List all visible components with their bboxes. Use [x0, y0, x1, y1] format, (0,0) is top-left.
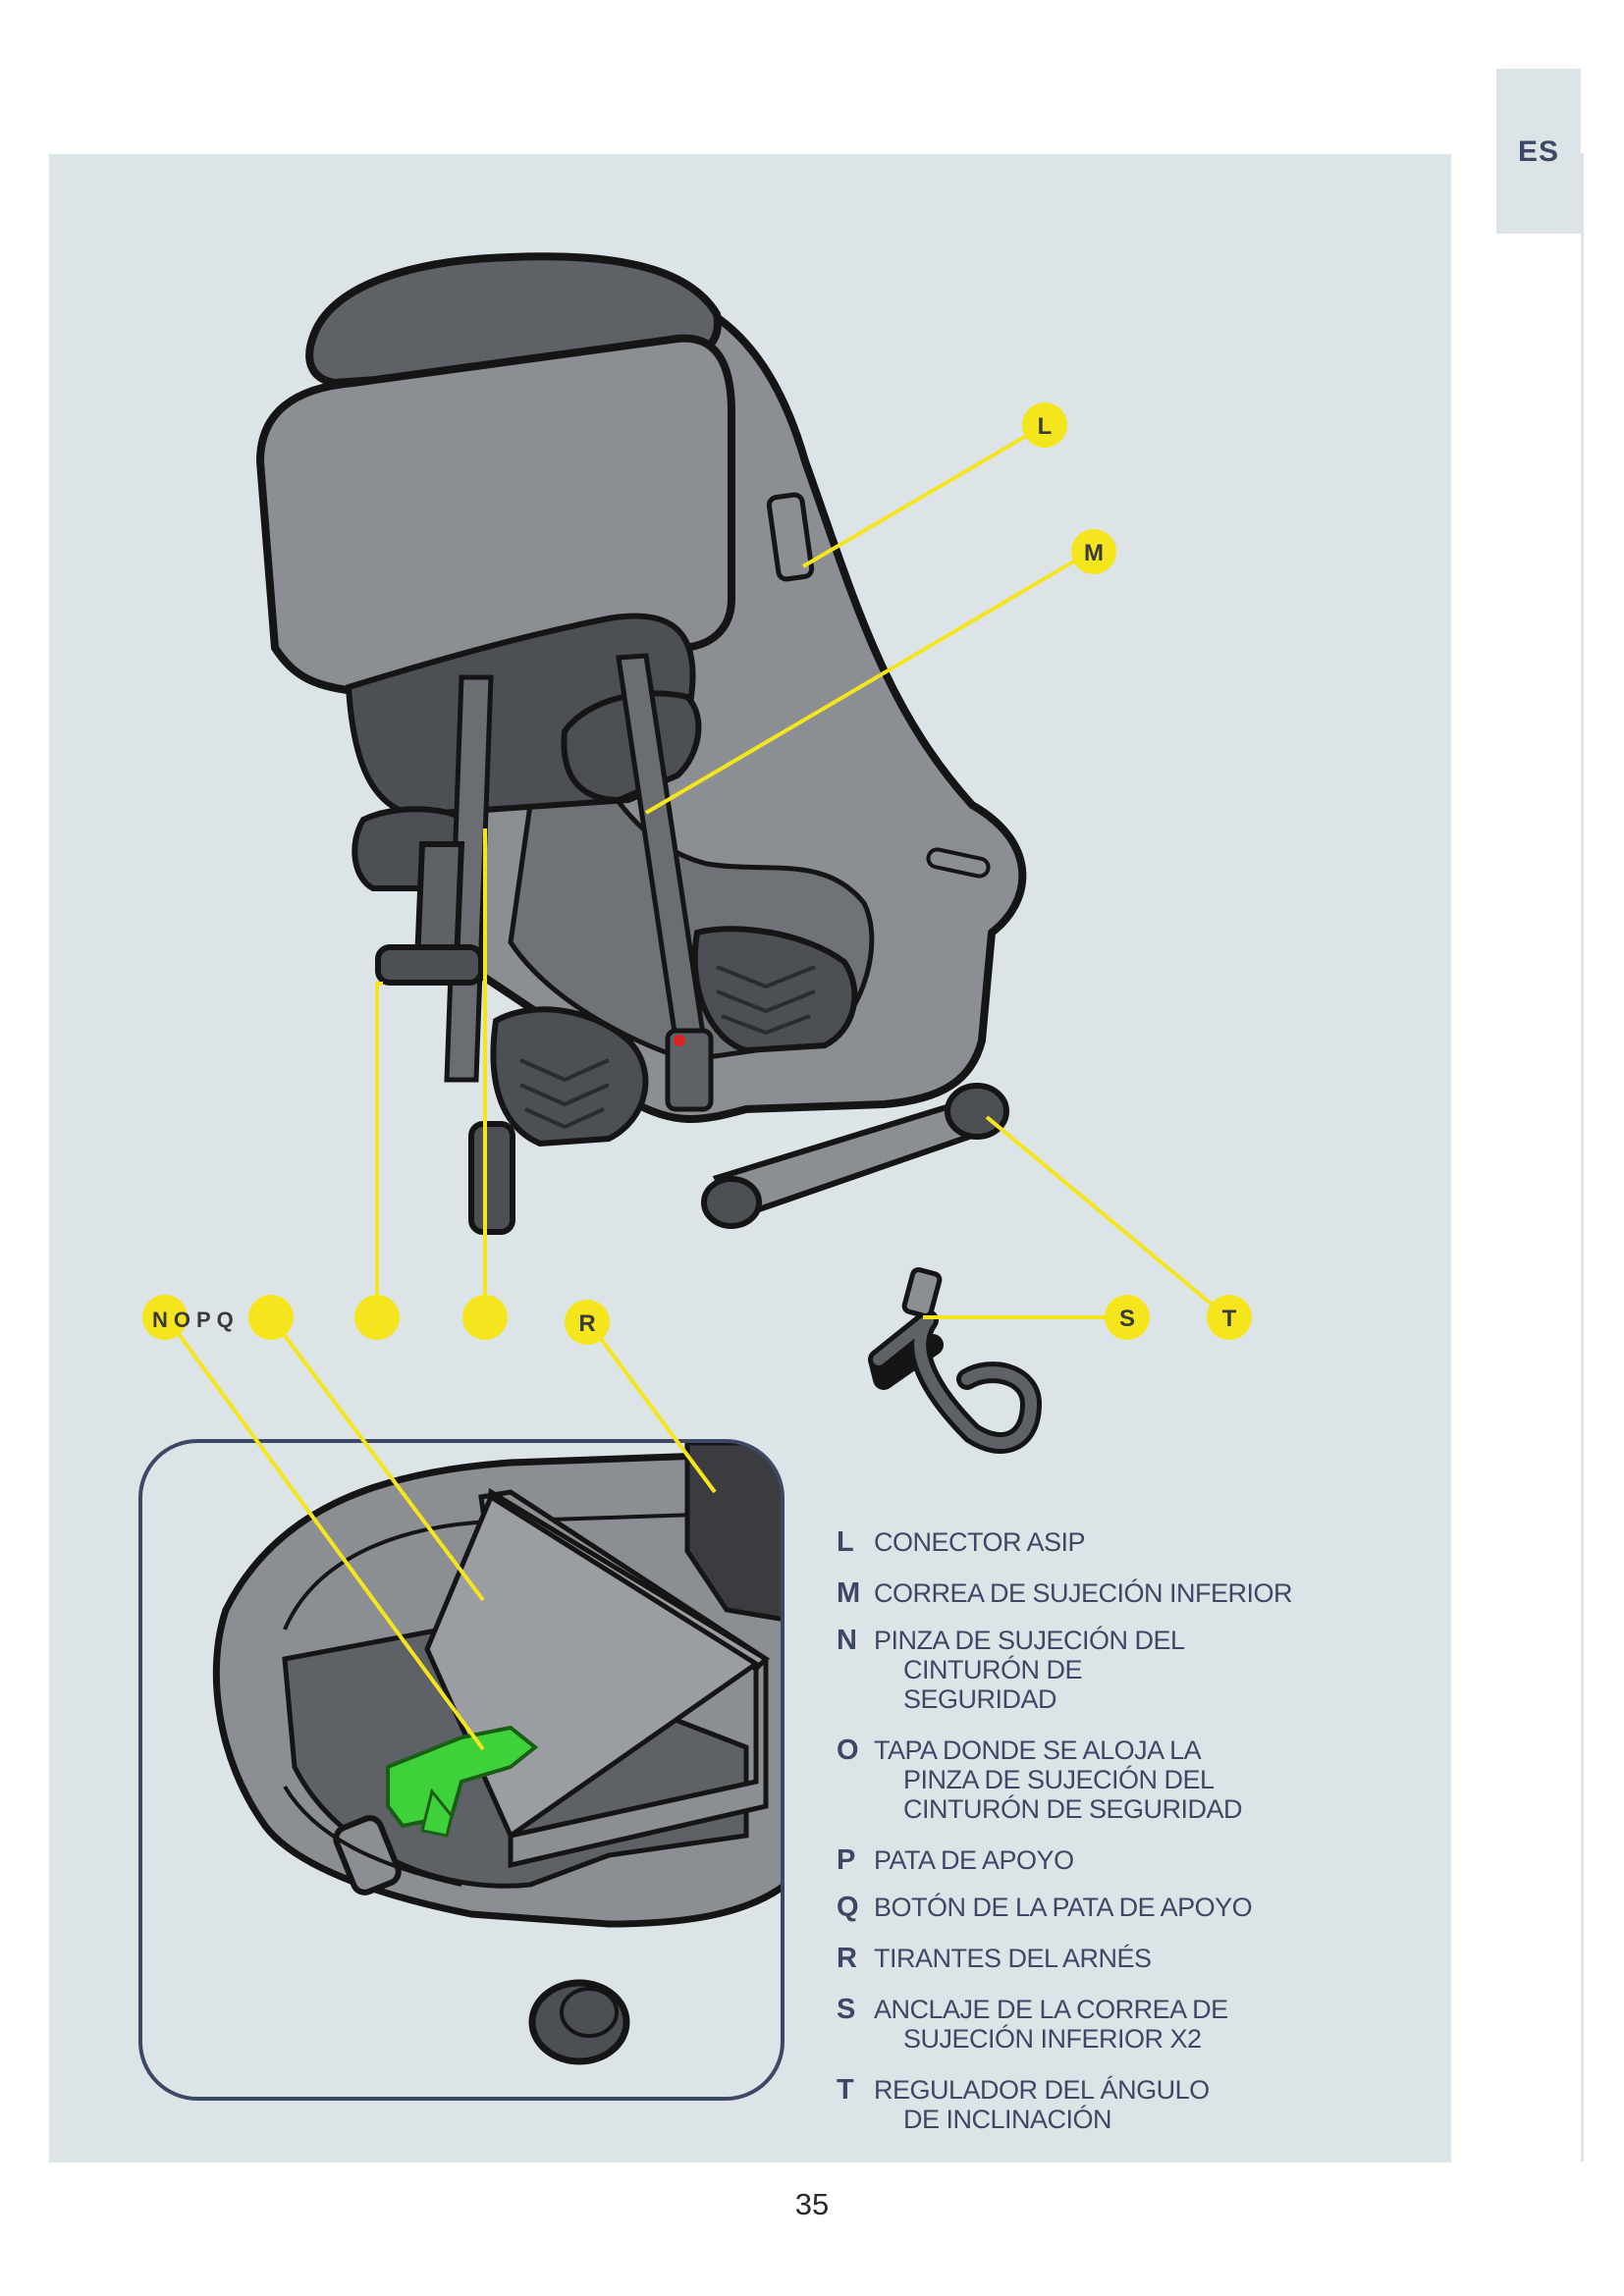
headrest-front [256, 334, 735, 696]
harness-buckle [665, 1028, 714, 1112]
parts-legend: L CONECTOR ASIP M CORREA DE SUJECIÓN INF… [837, 1527, 1386, 2134]
leader-line-L [801, 423, 1047, 568]
leader-lines [163, 423, 1229, 1751]
legend-letter: S [837, 1994, 855, 2025]
cushion-chevrons-left [519, 1058, 610, 1130]
inset-seat-rim [283, 1510, 783, 1630]
inset-detail [138, 1439, 785, 2101]
legend-text: PATA DE APOYO [874, 1845, 1074, 1875]
tether-anchor-drawing [868, 1266, 1042, 1454]
legend-letter: Q [837, 1892, 859, 1923]
callout-NOPQ-label: NOPQ [152, 1308, 240, 1332]
inset-belt-clip [386, 1725, 539, 1829]
page-number: 35 [794, 2187, 830, 2221]
legend-letter: O [837, 1735, 859, 1766]
legend-item-t: T REGULADOR DEL ÁNGULO DE INCLINACIÓN [837, 2075, 1237, 2134]
legend-letter: M [837, 1577, 860, 1609]
support-leg-button [468, 1121, 515, 1235]
leader-line-M [644, 548, 1096, 815]
callout-M-label: M [1084, 540, 1104, 566]
leader-line-O [269, 1315, 485, 1602]
recline-adjuster-knob-right [945, 1083, 1009, 1140]
tether-connector [901, 1266, 943, 1319]
callout-NOPQ: NOPQ [142, 1295, 508, 1340]
callout-T: T [1207, 1295, 1252, 1340]
inset-shell-base-line [283, 1785, 462, 1887]
legend-item-n: N PINZA DE SUJECIÓN DEL CINTURÓN DE SEGU… [837, 1626, 1237, 1714]
legend-text: PINZA DE SUJECIÓN DEL CINTURÓN DE SEGURI… [874, 1626, 1184, 1714]
callout-S-label: S [1119, 1306, 1135, 1332]
legend-letter: R [837, 1943, 857, 1974]
callout-T-label: T [1222, 1306, 1237, 1332]
inset-wheel [528, 1979, 630, 2065]
legend-item-o: O TAPA DONDE SE ALOJA LA PINZA DE SUJECI… [837, 1735, 1257, 1824]
legend-letter: T [837, 2074, 854, 2106]
legend-text: CONECTOR ASIP [874, 1527, 1086, 1557]
inset-frame [138, 1439, 785, 2101]
callout-S: S [1105, 1295, 1150, 1340]
legend-item-q: Q BOTÓN DE LA PATA DE APOYO [837, 1893, 1386, 1922]
asip-connector [766, 492, 815, 582]
inset-clip-arm [420, 1788, 454, 1838]
legend-text: TAPA DONDE SE ALOJA LA PINZA DE SUJECIÓN… [874, 1735, 1243, 1824]
car-seat-drawing [256, 252, 1027, 1235]
legend-item-l: L CONECTOR ASIP [837, 1527, 1386, 1557]
legend-item-m: M CORREA DE SUJECIÓN INFERIOR [837, 1578, 1386, 1608]
leader-line-N [163, 1313, 485, 1751]
leader-line-P [375, 982, 383, 1317]
buckle-release [674, 1035, 685, 1046]
cushion-chevrons-right [716, 965, 816, 1036]
callout-L: L [1022, 402, 1067, 448]
recline-adjuster-knob-left [701, 1176, 762, 1229]
callout-M: M [1071, 529, 1116, 574]
inset-wheel-rim [560, 1987, 619, 2038]
support-leg-foot [375, 944, 484, 986]
callout-R: R [565, 1300, 610, 1345]
legend-item-s: S ANCLAJE DE LA CORREA DE SUJECIÓN INFER… [837, 1995, 1237, 2054]
language-tab-label: ES [1517, 135, 1560, 168]
tether-strap-inner [873, 1314, 1037, 1449]
callout-R-label: R [578, 1310, 595, 1337]
leader-line-T [985, 1115, 1229, 1319]
legend-text: REGULADOR DEL ÁNGULO DE INCLINACIÓN [874, 2075, 1210, 2134]
legend-letter: L [837, 1526, 854, 1558]
legend-item-p: P PATA DE APOYO [837, 1845, 1386, 1875]
legend-text: CORREA DE SUJECIÓN INFERIOR [874, 1578, 1293, 1608]
legend-letter: P [837, 1844, 855, 1876]
leader-line-R [585, 1318, 717, 1494]
shell-side-slot [926, 847, 991, 879]
callout-L-label: L [1038, 413, 1053, 440]
legend-text: ANCLAJE DE LA CORREA DE SUJECIÓN INFERIO… [874, 1995, 1228, 2054]
language-tab[interactable]: ES [1496, 69, 1581, 234]
legend-item-r: R TIRANTES DEL ARNÉS [837, 1944, 1386, 1973]
legend-text: BOTÓN DE LA PATA DE APOYO [874, 1893, 1253, 1922]
legend-letter: N [837, 1625, 857, 1656]
legend-text: TIRANTES DEL ARNÉS [874, 1944, 1152, 1973]
side-rule [1581, 153, 1584, 2162]
